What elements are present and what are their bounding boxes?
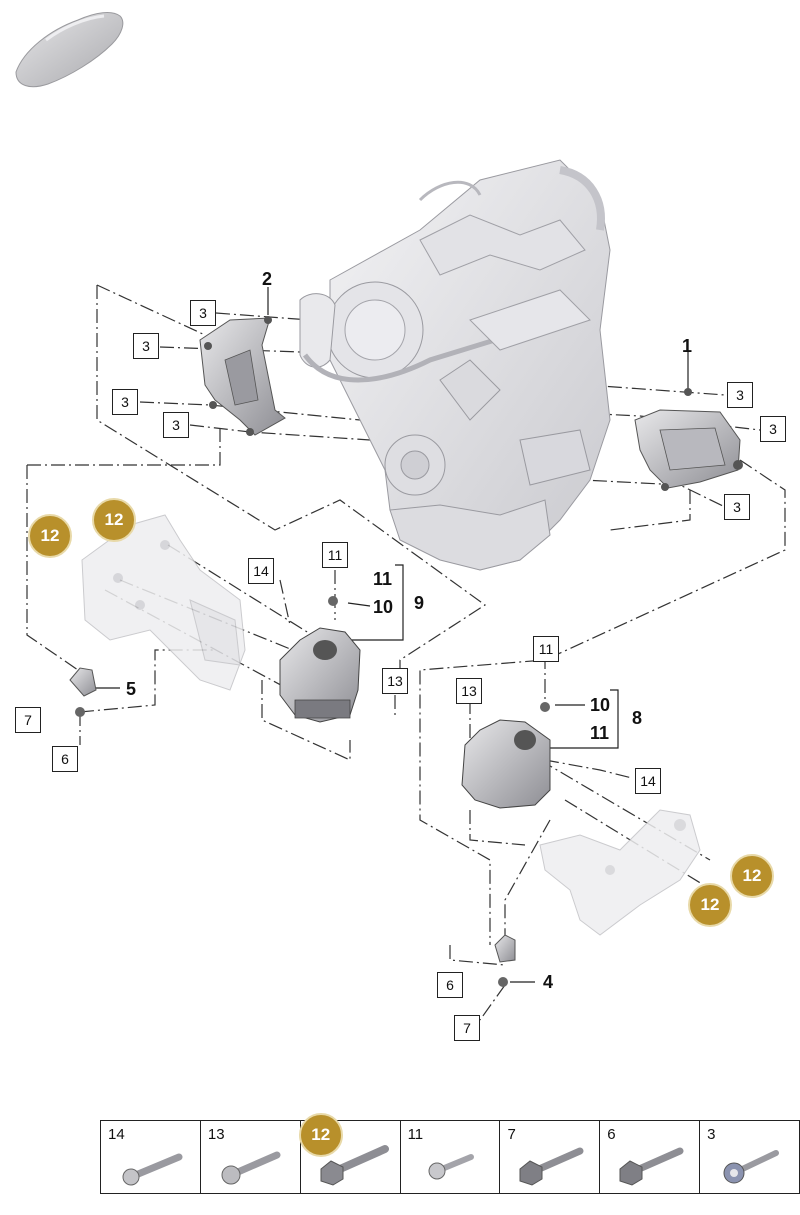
callout-10: 10 xyxy=(590,695,611,715)
callout-3: 3 xyxy=(133,333,159,359)
badge-12: 12 xyxy=(730,854,774,898)
callout-9: 9 xyxy=(414,593,425,613)
legend-number: 6 xyxy=(607,1126,616,1143)
legend-cell: 3 xyxy=(700,1121,799,1193)
callout-4: 4 xyxy=(543,972,554,992)
callout-3: 3 xyxy=(760,416,786,442)
callout-7: 7 xyxy=(454,1015,480,1041)
badge-12: 12 xyxy=(298,1113,343,1157)
callout-3: 3 xyxy=(163,412,189,438)
engine-bracket-left xyxy=(199,316,286,436)
solid-leaders xyxy=(95,287,689,983)
callout-11: 11 xyxy=(322,542,348,568)
legend-number: 7 xyxy=(507,1126,516,1143)
callout-6: 6 xyxy=(52,746,78,772)
callout-1: 1 xyxy=(682,336,693,356)
engine-bracket-right xyxy=(634,388,743,491)
callout-2: 2 xyxy=(262,269,273,289)
callout-13: 13 xyxy=(382,668,408,694)
callout-14: 14 xyxy=(248,558,274,584)
legend-cell: 13 xyxy=(201,1121,301,1193)
callout-11: 11 xyxy=(590,723,610,743)
bolt-icon xyxy=(723,1150,780,1184)
legend-number: 14 xyxy=(108,1126,125,1143)
callout-6: 6 xyxy=(437,972,463,998)
callout-11: 11 xyxy=(373,569,393,589)
callout-3: 3 xyxy=(727,382,753,408)
legend-number: 11 xyxy=(407,1126,424,1143)
callout-3: 3 xyxy=(724,494,750,520)
legend-cell: 12 12 xyxy=(298,1113,401,1193)
bolt-icon xyxy=(519,1147,584,1186)
callout-14: 14 xyxy=(635,768,661,794)
bolt-icon xyxy=(221,1151,281,1185)
bolt-icon xyxy=(122,1153,183,1186)
engine-mount-right xyxy=(461,702,551,809)
legend-cell: 6 xyxy=(600,1121,701,1193)
legend-cell: 14 xyxy=(101,1121,201,1193)
stud-left xyxy=(69,667,97,717)
bolt-legend-table: 14 13 12 12 11 7 6 xyxy=(100,1113,800,1194)
bolt-icon xyxy=(428,1154,474,1180)
legend-number: 13 xyxy=(207,1126,225,1143)
callout-8: 8 xyxy=(632,708,643,728)
engine-block-illustration xyxy=(299,159,611,571)
bolt-icon xyxy=(320,1145,389,1186)
callout-5: 5 xyxy=(126,679,137,699)
callout-13: 13 xyxy=(456,678,482,704)
legend-cell: 7 xyxy=(500,1121,601,1193)
legend-cell: 11 xyxy=(401,1121,501,1193)
badge-12: 12 xyxy=(28,514,72,558)
badge-12: 12 xyxy=(92,498,136,542)
callout-3: 3 xyxy=(112,389,138,415)
legend-number: 3 xyxy=(707,1126,716,1143)
engine-mount-left xyxy=(279,596,361,723)
callout-10: 10 xyxy=(373,597,394,617)
subframe-bracket-left xyxy=(81,514,246,691)
stud-right xyxy=(494,934,516,987)
badge-12: 12 xyxy=(688,883,732,927)
callout-3: 3 xyxy=(190,300,216,326)
callout-11: 11 xyxy=(533,636,559,662)
subframe-bracket-right xyxy=(539,809,701,936)
bolt-icon xyxy=(619,1147,684,1186)
car-silhouette-icon xyxy=(15,12,124,88)
callout-7: 7 xyxy=(15,707,41,733)
